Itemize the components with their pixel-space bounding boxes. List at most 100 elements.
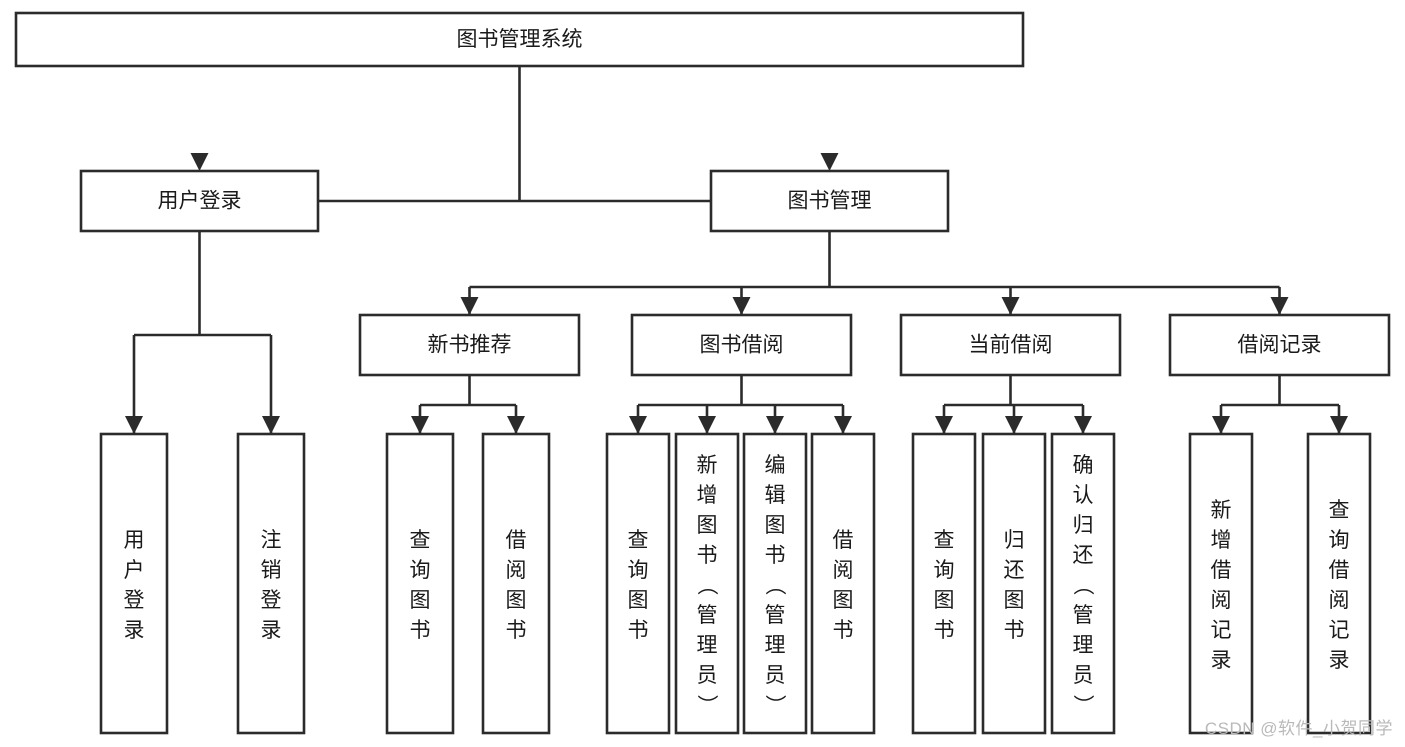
leaf-leaf-query-book-1-box <box>385 432 455 735</box>
leaf-leaf-return-book-char: 归 <box>1004 529 1025 552</box>
arrow-head-icon <box>125 416 143 434</box>
edge-group-new-book-rec <box>411 375 525 434</box>
leaf-leaf-edit-book-char: ） <box>763 694 786 715</box>
leaf-leaf-confirm-return-char: 归 <box>1073 514 1094 537</box>
arrow-head-icon <box>190 153 209 171</box>
arrow-head-icon <box>262 416 280 434</box>
arrow-head-icon <box>834 416 852 434</box>
node-current-borrow-label: 当前借阅 <box>969 334 1053 357</box>
node-new-book-rec[interactable]: 新书推荐 <box>358 313 581 377</box>
leaf-leaf-borrow-book-2-char: 阅 <box>833 559 854 582</box>
edge-group-user-login <box>125 231 280 434</box>
arrow-head-icon <box>1074 416 1092 434</box>
edge-group-borrow-record <box>1212 375 1348 434</box>
leaf-leaf-query-book-1-char: 查 <box>410 529 431 552</box>
leaf-leaf-edit-book-char: （ <box>763 574 786 595</box>
node-new-book-rec-box <box>358 313 581 377</box>
arrow-head-icon <box>411 416 429 434</box>
leaf-leaf-query-book-2-char: 询 <box>628 559 649 582</box>
leaf-leaf-add-book-char: 增 <box>697 484 718 507</box>
leaf-leaf-query-book-1-char: 询 <box>410 559 431 582</box>
node-user-login-label: 用户登录 <box>158 190 242 213</box>
node-user-login[interactable]: 用户登录 <box>79 169 320 233</box>
leaf-leaf-add-record-char: 阅 <box>1211 589 1232 612</box>
connector-layer <box>125 66 1348 434</box>
leaf-leaf-user-logout-char: 注 <box>261 529 282 552</box>
node-root[interactable]: 图书管理系统 <box>14 11 1025 68</box>
node-book-manage[interactable]: 图书管理 <box>709 169 950 233</box>
arrow-head-icon <box>698 416 716 434</box>
arrow-head-icon <box>1330 416 1348 434</box>
arrow-head-icon <box>1001 297 1020 315</box>
arrow-head-icon <box>820 153 839 171</box>
leaf-leaf-edit-book-char: 辑 <box>765 484 786 507</box>
leaf-leaf-query-book-3-char: 图 <box>934 589 955 612</box>
node-root-box <box>14 11 1025 68</box>
node-borrow-record[interactable]: 借阅记录 <box>1168 313 1391 377</box>
edge-group-book-borrow <box>629 375 852 434</box>
leaf-leaf-borrow-book-1-char: 阅 <box>506 559 527 582</box>
leaf-leaf-add-record-char: 录 <box>1211 649 1232 672</box>
leaf-leaf-query-record-char: 查 <box>1329 499 1350 522</box>
leaf-leaf-add-record-char: 增 <box>1211 529 1232 552</box>
leaf-leaf-confirm-return-char: ） <box>1071 694 1094 715</box>
node-book-manage-box <box>709 169 950 233</box>
leaf-leaf-edit-book-char: 图 <box>765 514 786 537</box>
leaf-leaf-query-book-3-char: 查 <box>934 529 955 552</box>
arrow-head-icon <box>732 297 751 315</box>
edge-group-book-manage <box>460 231 1289 315</box>
arrow-head-icon <box>460 297 479 315</box>
leaf-leaf-user-logout-box <box>236 432 306 735</box>
leaf-leaf-borrow-book-1-char: 书 <box>506 619 527 642</box>
leaf-leaf-add-book-char: 新 <box>697 454 718 477</box>
leaf-leaf-query-record-box <box>1306 432 1372 735</box>
leaf-leaf-user-logout-char: 录 <box>261 619 282 642</box>
leaf-leaf-add-book-char: 管 <box>697 604 718 627</box>
arrow-head-icon <box>1212 416 1230 434</box>
leaf-leaf-confirm-return-char: 确 <box>1073 454 1094 477</box>
leaf-leaf-edit-book-box <box>742 432 808 735</box>
leaf-leaf-borrow-book-1-box <box>481 432 551 735</box>
leaf-leaf-confirm-return-char: 认 <box>1073 484 1094 507</box>
node-current-borrow[interactable]: 当前借阅 <box>899 313 1122 377</box>
leaf-leaf-confirm-return-char: 还 <box>1073 544 1094 567</box>
leaf-leaf-confirm-return-char: （ <box>1071 574 1094 595</box>
leaf-leaf-edit-book-char: 员 <box>765 664 786 687</box>
leaf-leaf-edit-book-char: 编 <box>765 454 786 477</box>
leaf-leaf-borrow-book-1-char: 图 <box>506 589 527 612</box>
leaf-leaf-borrow-book-1-char: 借 <box>506 529 527 552</box>
leaf-leaf-add-book-char: 员 <box>697 664 718 687</box>
node-user-login-box <box>79 169 320 233</box>
leaf-leaf-query-record-char: 记 <box>1329 619 1350 642</box>
leaf-leaf-return-book-char: 还 <box>1004 559 1025 582</box>
leaf-leaf-edit-book-char: 书 <box>765 544 786 567</box>
leaf-leaf-user-login[interactable]: 用户登录 <box>99 432 169 735</box>
leaf-leaf-edit-book-char: 理 <box>765 634 786 657</box>
node-new-book-rec-label: 新书推荐 <box>428 334 512 357</box>
leaf-leaf-add-book-char: （ <box>695 574 718 595</box>
node-book-manage-label: 图书管理 <box>788 190 872 213</box>
node-root-label: 图书管理系统 <box>457 28 583 51</box>
arrow-head-icon <box>507 416 525 434</box>
leaf-leaf-add-book-char: 图 <box>697 514 718 537</box>
arrow-head-icon <box>629 416 647 434</box>
node-book-borrow[interactable]: 图书借阅 <box>630 313 853 377</box>
leaf-leaf-query-book-1-char: 图 <box>410 589 431 612</box>
leaf-leaf-add-book-char: ） <box>695 694 718 715</box>
leaf-leaf-query-book-3-box <box>911 432 977 735</box>
leaf-leaf-query-book-2-char: 查 <box>628 529 649 552</box>
leaf-leaf-add-book-box <box>674 432 740 735</box>
